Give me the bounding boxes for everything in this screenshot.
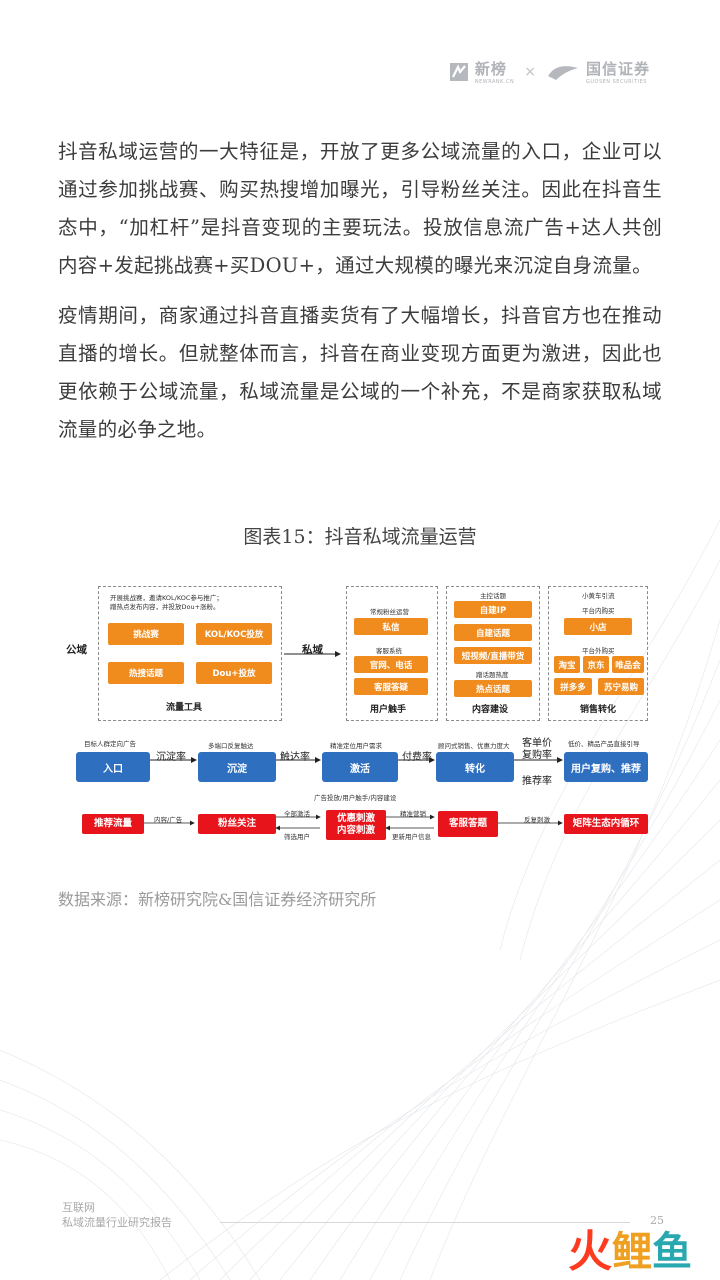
matrix-ecosystem-box: 矩阵生态内循环 — [564, 814, 648, 834]
website-phone-button[interactable]: 官网、电话 — [354, 656, 428, 673]
jd-button[interactable]: 京东 — [583, 656, 609, 673]
xinbang-logo-sub: NEWRANK.CN — [474, 79, 515, 85]
recommend-rate-label: 推荐率 — [522, 776, 552, 787]
paragraph-2: 疫情期间，商家通过抖音直播卖货有了大幅增长，抖音官方也在推动直播的增长。但就整体… — [58, 304, 662, 441]
footer-divider — [220, 1222, 630, 1223]
watermark-char-2: 鲤 — [612, 1229, 652, 1275]
page-number: 25 — [650, 1214, 664, 1227]
guosen-logo-sub: GUOSEN SECURITIES — [585, 79, 647, 85]
filter-users-label: 筛选用户 — [284, 833, 310, 841]
guosen-logo-name: 国信证券 — [585, 60, 650, 78]
flow-note-1: 目标人群定向广告 — [84, 740, 136, 748]
pinduoduo-button[interactable]: 拼多多 — [554, 678, 592, 695]
recommended-traffic-box: 推荐流量 — [82, 814, 144, 834]
flow-note-2: 多端口反复触达 — [208, 742, 254, 750]
sales-note-1: 小黄车引流 — [582, 592, 615, 600]
flow-note-4: 顾问式销售、优惠力度大 — [438, 742, 510, 750]
activate-box: 激活 — [322, 752, 398, 782]
private-domain-label: 私域 — [302, 644, 323, 656]
guosen-logo: 国信证券 GUOSEN SECURITIES — [546, 58, 650, 85]
public-domain-label: 公域 — [66, 644, 87, 656]
watermark-logo: 火 鲤 鱼 — [568, 1226, 692, 1277]
update-user-info-label: 更新用户信息 — [392, 833, 431, 841]
sales-note-3: 平台外购买 — [582, 647, 615, 655]
unit-price-label: 客单价 — [522, 738, 552, 749]
paragraph-1: 抖音私域运营的一大特征是，开放了更多公域流量的入口，企业可以通过参加挑战赛、购买… — [58, 140, 662, 277]
reach-rate-label: 触达率 — [280, 752, 310, 763]
settle-box: 沉淀 — [198, 752, 276, 782]
video-live-button[interactable]: 短视频/直播带货 — [454, 647, 532, 664]
sales-note-2: 平台内购买 — [582, 607, 615, 615]
sales-conversion-title: 销售转化 — [580, 705, 617, 715]
private-message-button[interactable]: 私信 — [354, 618, 428, 635]
own-ip-button[interactable]: 自建IP — [454, 601, 532, 618]
discount-content-stimulus-box: 优惠刺激 内容刺激 — [326, 810, 386, 840]
public-note-2: 蹭热点发布内容，并投放Dou+涨粉。 — [110, 603, 220, 611]
header-logos: 新榜 NEWRANK.CN × 国信证券 GUOSEN SECURITIES — [449, 58, 650, 85]
all-activate-label: 全部激活 — [284, 810, 310, 818]
body-text: 抖音私域运营的一大特征是，开放了更多公域流量的入口，企业可以通过参加挑战赛、购买… — [58, 133, 662, 461]
content-note-1: 主控话题 — [480, 592, 506, 600]
touch-note-2: 客服系统 — [376, 647, 402, 655]
repurchase-rate-label: 复购率 — [522, 750, 552, 761]
dou-plus-button[interactable]: Dou+投放 — [196, 662, 272, 684]
fan-follow-box: 粉丝关注 — [198, 814, 276, 834]
pay-rate-label: 付费率 — [402, 752, 432, 763]
footer-title: 互联网 私域流量行业研究报告 — [62, 1200, 172, 1230]
data-source: 数据来源：新榜研究院&国信证券经济研究所 — [58, 890, 377, 909]
taobao-button[interactable]: 淘宝 — [554, 656, 580, 673]
content-note-2: 蹭话题热度 — [476, 671, 509, 679]
content-ad-label: 内容/广告 — [154, 816, 183, 824]
suning-button[interactable]: 苏宁易购 — [598, 678, 644, 695]
watermark-char-3: 鱼 — [652, 1229, 692, 1275]
guosen-logo-icon — [547, 65, 578, 80]
settle-rate-label: 沉淀率 — [156, 752, 186, 763]
hot-topic-button[interactable]: 热点话题 — [454, 680, 532, 697]
content-building-group — [446, 586, 540, 721]
flow-note-3: 精准定位用户需求 — [330, 742, 382, 750]
convert-box: 转化 — [436, 752, 514, 782]
traffic-tools-title: 流量工具 — [166, 703, 203, 713]
repurchase-box: 用户复购、推荐 — [564, 752, 648, 782]
private-traffic-diagram: 公域 开展挑战赛，邀请KOL/KOC参与推广； 蹭热点发布内容，并投放Dou+涨… — [62, 578, 660, 843]
xinbang-logo-icon — [449, 62, 468, 81]
customer-service-button[interactable]: 客服答疑 — [354, 678, 428, 695]
own-topic-button[interactable]: 自建话题 — [454, 624, 532, 641]
touch-note-1: 常规粉丝运营 — [370, 608, 409, 616]
logo-separator: × — [524, 63, 536, 80]
ad-touch-content-label: 广告投放/用户触手/内容建设 — [314, 794, 397, 802]
mini-shop-button[interactable]: 小店 — [564, 618, 632, 635]
flow-note-5: 低价、精品产品直接引导 — [568, 740, 640, 748]
entry-box: 入口 — [76, 752, 150, 782]
public-note-1: 开展挑战赛，邀请KOL/KOC参与推广； — [110, 594, 223, 602]
user-touch-title: 用户触手 — [370, 705, 407, 715]
figure-caption: 图表15：抖音私域流量运营 — [243, 526, 477, 548]
challenge-button[interactable]: 挑战赛 — [108, 623, 184, 645]
watermark-char-1: 火 — [568, 1226, 612, 1277]
footer-line-1: 互联网 — [62, 1201, 95, 1214]
user-touch-group — [346, 586, 438, 721]
customer-answer-box: 客服答题 — [438, 811, 498, 837]
content-building-title: 内容建设 — [472, 705, 509, 715]
xinbang-logo-name: 新榜 — [474, 60, 507, 78]
repeat-stimulus-label: 反复刺激 — [524, 816, 550, 824]
diagram-arrows — [144, 651, 563, 831]
footer-line-2: 私域流量行业研究报告 — [62, 1216, 172, 1229]
xinbang-logo: 新榜 NEWRANK.CN — [449, 58, 514, 85]
vip-button[interactable]: 唯品会 — [612, 656, 644, 673]
hot-search-button[interactable]: 热搜话题 — [108, 662, 184, 684]
traffic-tools-group — [98, 586, 282, 721]
sales-conversion-group — [548, 586, 648, 721]
precision-marketing-label: 精准营销 — [400, 810, 426, 818]
kol-koc-button[interactable]: KOL/KOC投放 — [196, 623, 272, 645]
